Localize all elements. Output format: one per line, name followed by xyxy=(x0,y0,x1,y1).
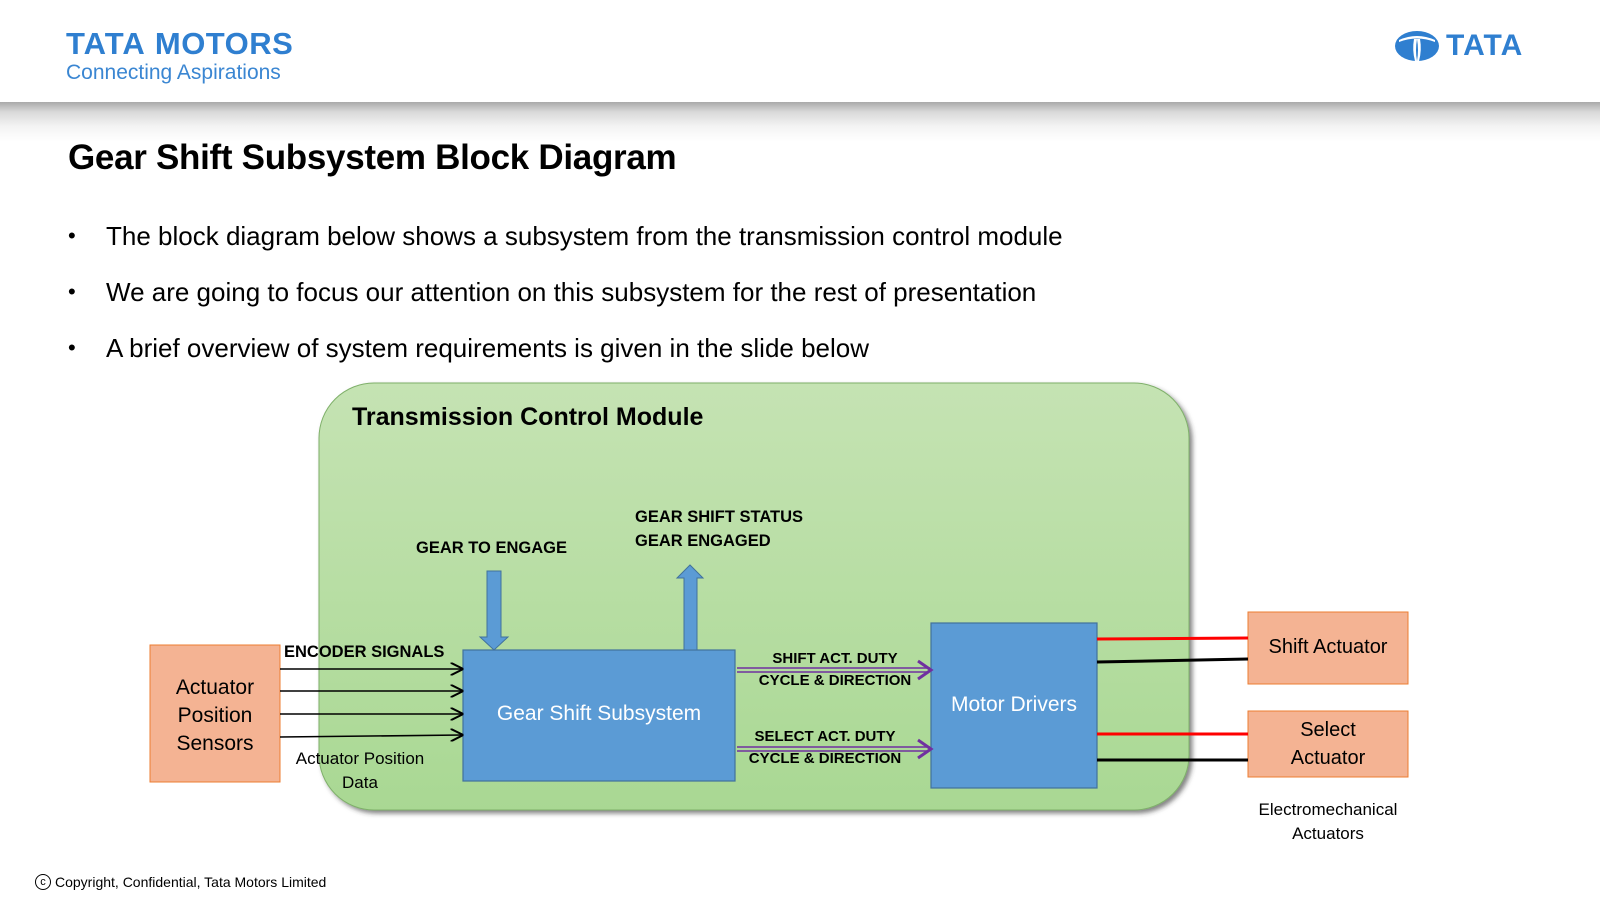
footer-text: Copyright, Confidential, Tata Motors Lim… xyxy=(55,874,327,890)
bullet-glyph: • xyxy=(68,223,76,248)
gear-shift-status-label: GEAR SHIFT STATUS GEAR ENGAGED xyxy=(635,505,803,553)
electromechanical-line: Actuators xyxy=(1292,824,1364,843)
encoder-signals-label: ENCODER SIGNALS xyxy=(284,643,445,661)
encoder-signal-arrow xyxy=(279,735,462,737)
logo-brand-tata: TATA xyxy=(66,26,146,61)
bullet-glyph: • xyxy=(68,279,76,304)
electromechanical-line: Electromechanical xyxy=(1258,800,1398,819)
shift-duty-label: SHIFT ACT. DUTY CYCLE & DIRECTION xyxy=(740,648,930,692)
bullet-glyph: • xyxy=(68,335,76,360)
shift-duty-line: CYCLE & DIRECTION xyxy=(758,672,912,689)
select-duty-arrow xyxy=(737,738,934,760)
actuator-position-data-line: Data xyxy=(342,773,378,792)
shift-duty-arrow xyxy=(737,659,934,681)
motor-drivers-box xyxy=(930,622,1098,789)
shift-actuator-box xyxy=(1247,611,1409,685)
bullet-text: A brief overview of system requirements … xyxy=(106,332,870,363)
bullet-item: • The block diagram below shows a subsyst… xyxy=(68,208,1063,264)
shift-actuator-label: Shift Actuator xyxy=(1268,636,1388,658)
select-duty-line: CYCLE & DIRECTION xyxy=(748,750,902,767)
sensors-line: Position xyxy=(177,704,253,727)
gear-shift-status-text: GEAR SHIFT STATUS xyxy=(635,508,804,526)
select-actuator-line: Actuator xyxy=(1290,747,1366,769)
logo-word-tata: TATA xyxy=(1446,29,1524,62)
actuator-position-data-line: Actuator Position xyxy=(295,749,425,768)
tata-motors-logo: TATA MOTORS Connecting Aspirations xyxy=(66,28,293,86)
bullet-item: • We are going to focus our attention on … xyxy=(68,264,1063,320)
slide-title: Gear Shift Subsystem Block Diagram xyxy=(68,138,677,177)
actuator-position-data-label: Actuator Position Data xyxy=(280,747,440,795)
bullet-list: • The block diagram below shows a subsyst… xyxy=(68,208,1063,376)
header-shadow xyxy=(0,102,1600,142)
bullet-text: The block diagram below shows a subsyste… xyxy=(106,220,1063,251)
actuator-position-sensors-label: Actuator Position Sensors xyxy=(150,674,280,758)
tata-emblem-icon xyxy=(1395,31,1439,61)
gear-to-engage-label: GEAR TO ENGAGE xyxy=(416,539,567,557)
shift-actuator-positive-wire xyxy=(1096,636,1249,641)
electromechanical-actuators-label: Electromechanical Actuators xyxy=(1238,798,1418,846)
slide-header: TATA MOTORS Connecting Aspirations TATA xyxy=(0,0,1600,102)
actuator-position-sensors-box xyxy=(149,644,281,783)
gear-shift-subsystem-label: Gear Shift Subsystem xyxy=(496,702,702,725)
gear-shift-subsystem-box xyxy=(462,649,736,782)
bullet-item: • A brief overview of system requirements… xyxy=(68,320,1063,376)
shift-actuator-negative-wire xyxy=(1096,657,1249,664)
select-actuator-line: Select xyxy=(1300,719,1356,741)
shift-duty-line: SHIFT ACT. DUTY xyxy=(772,650,898,667)
gear-shift-status-arrow xyxy=(675,564,705,651)
tcm-label: Transmission Control Module xyxy=(352,403,704,431)
select-duty-line: SELECT ACT. DUTY xyxy=(754,728,896,745)
sensors-line: Actuator xyxy=(175,676,255,699)
select-actuator-box xyxy=(1247,710,1409,778)
motor-drivers-label: Motor Drivers xyxy=(950,693,1077,716)
logo-brand-motors: MOTORS xyxy=(154,26,294,61)
sensors-line: Sensors xyxy=(176,732,254,755)
select-duty-label: SELECT ACT. DUTY CYCLE & DIRECTION xyxy=(730,726,920,770)
select-actuator-label: Select Actuator xyxy=(1248,716,1408,772)
copyright-icon: c xyxy=(35,874,51,890)
tata-logo: TATA xyxy=(1394,30,1523,62)
logo-tagline: Connecting Aspirations xyxy=(66,61,281,84)
gear-to-engage-arrow xyxy=(478,570,510,651)
gear-engaged-text: GEAR ENGAGED xyxy=(635,532,771,550)
footer: c Copyright, Confidential, Tata Motors L… xyxy=(35,874,326,890)
bullet-text: We are going to focus our attention on t… xyxy=(106,276,1037,307)
